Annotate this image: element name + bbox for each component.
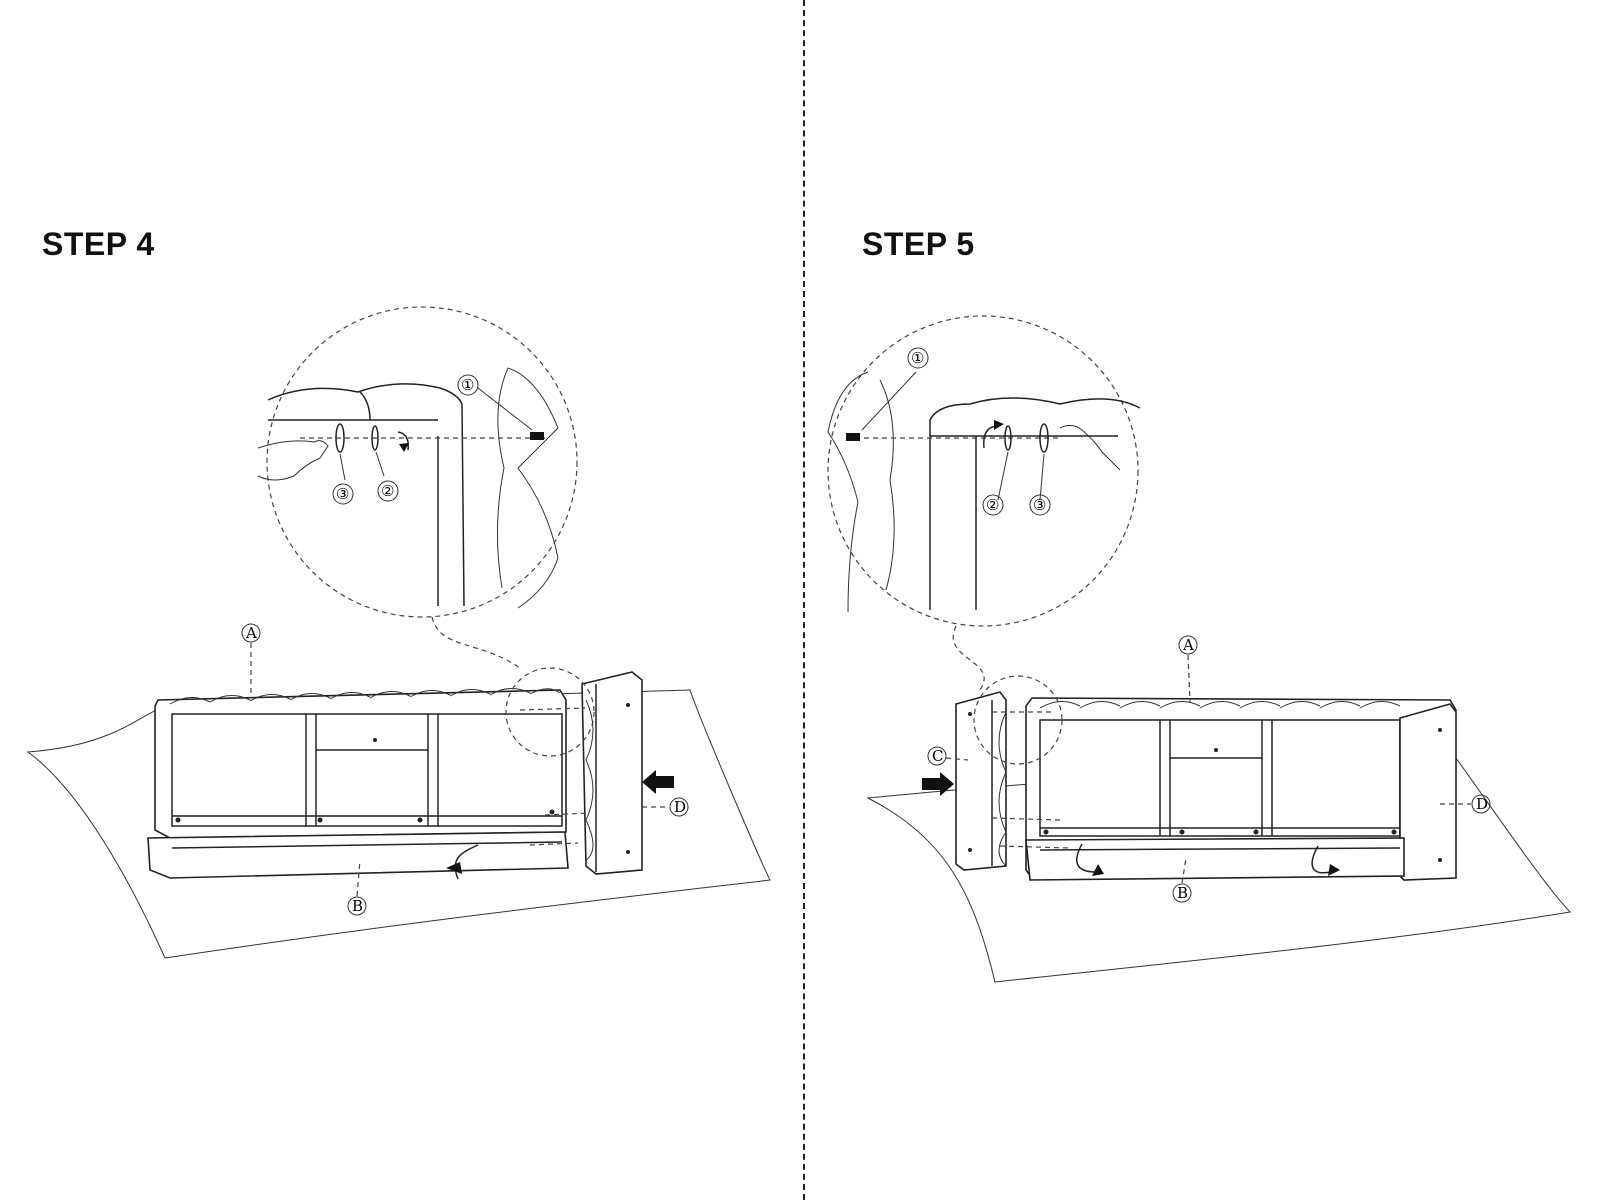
hand-icon [258,441,328,480]
part-label-c: C [932,747,943,765]
part-label-d: D [674,798,686,816]
callout-3: ③ [1033,496,1046,514]
callout-1: ① [461,376,474,394]
step-5-base-b [1026,838,1404,880]
step-5-side-panel-c [956,692,1006,870]
step-4-base-b [148,832,568,878]
part-label-a: A [245,624,257,642]
step-4-detail-content [258,368,558,608]
step-4-cabinet-a [155,688,566,838]
step-4-illustration: ① ③ ② A B D [28,307,770,958]
step-4-detail-circle [267,307,577,617]
callout-2: ② [986,496,999,514]
part-label-d: D [1476,795,1488,813]
callout-3: ③ [336,485,349,503]
step-5-detail-circle [828,316,1138,626]
push-arrow-icon [642,770,674,794]
part-label-a: A [1182,636,1194,654]
step-5-detail-content [828,372,1140,612]
step-5-illustration: ① ② ③ A B C D [828,316,1570,982]
callout-1: ① [911,349,924,367]
step-5-side-panel-d [1400,704,1456,880]
part-label-b: B [352,897,363,915]
part-label-b: B [1177,884,1188,902]
step-4-side-panel-d [582,672,642,874]
callout-2: ② [381,482,394,500]
hand-icon [1060,425,1120,470]
